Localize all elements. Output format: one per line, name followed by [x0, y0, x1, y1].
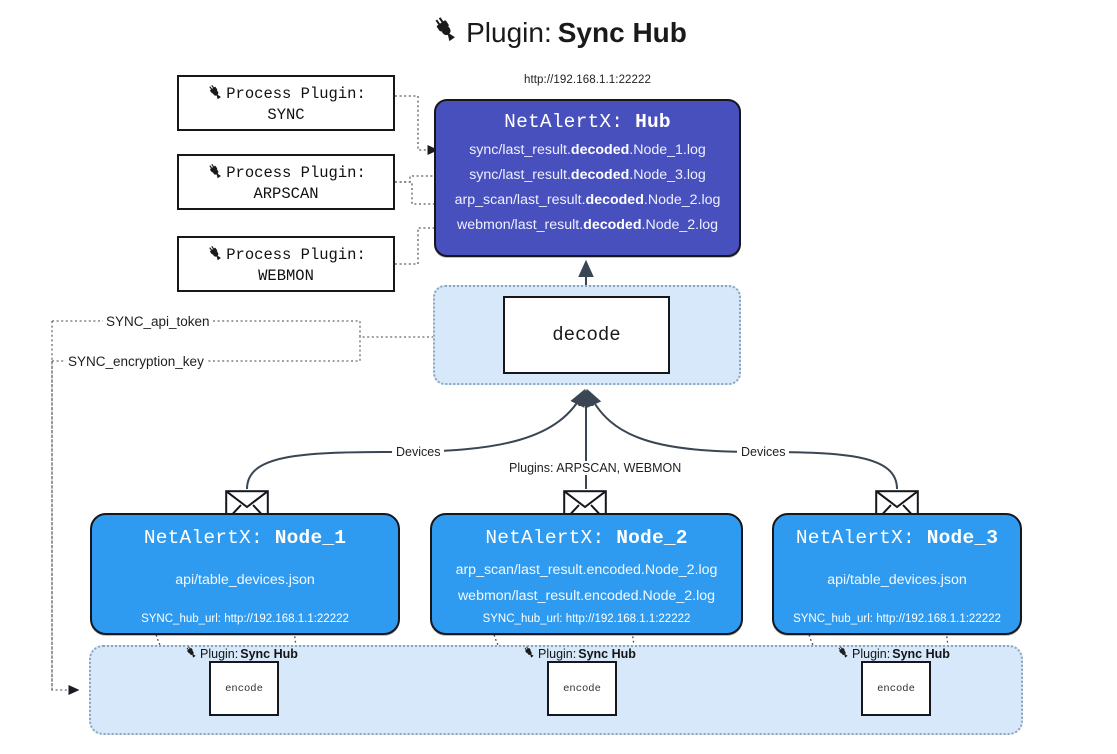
- process-plugin-sync[interactable]: Process Plugin: SYNC: [177, 75, 395, 131]
- bottom-plugin-prefix: Plugin:: [852, 646, 891, 661]
- hub-logline: webmon/last_result.decoded.Node_2.log: [436, 213, 739, 238]
- node-hub-url-value: http://192.168.1.1:22222: [565, 613, 691, 625]
- node-hub-url-key: SYNC_hub_url:: [141, 613, 225, 625]
- bottom-plugin-prefix: Plugin:: [200, 646, 239, 661]
- process-plugin-webmon[interactable]: Process Plugin: WEBMON: [177, 236, 395, 292]
- logline-mid: decoded: [570, 142, 630, 158]
- logline-mid: decoded: [585, 192, 644, 208]
- plug-icon: [206, 162, 224, 185]
- plug-icon: [206, 244, 224, 267]
- sync-api-token-label: SYNC_api_token: [103, 314, 213, 329]
- process-plugin-line1: Process Plugin:: [226, 246, 366, 264]
- sync-encryption-key-label: SYNC_encryption_key: [65, 354, 207, 369]
- title-name: Sync Hub: [557, 17, 687, 48]
- logline-post: .Node_2.log: [643, 192, 721, 208]
- process-plugin-line1: Process Plugin:: [226, 164, 366, 182]
- node-title-prefix: NetAlertX:: [143, 527, 275, 549]
- node-line: webmon/last_result.encoded.Node_2.log: [457, 588, 716, 604]
- node-hub-url: SYNC_hub_url: http://192.168.1.1:22222: [774, 613, 1020, 625]
- hub-node[interactable]: NetAlertX: Hub sync/last_result.decoded.…: [434, 99, 741, 257]
- page-title: Plugin: Sync Hub: [0, 14, 1117, 52]
- hub-url-label: http://192.168.1.1:22222: [523, 74, 652, 86]
- node-hub-url: SYNC_hub_url: http://192.168.1.1:22222: [432, 613, 741, 625]
- node-line: api/table_devices.json: [175, 572, 315, 588]
- node-hub-url: SYNC_hub_url: http://192.168.1.1:22222: [92, 613, 398, 625]
- logline-pre: sync/last_result.: [469, 142, 571, 158]
- bottom-plugin-label: Plugin: Sync Hub: [184, 645, 298, 662]
- node-title-name: Node_3: [926, 527, 999, 549]
- logline-mid: decoded: [570, 167, 630, 183]
- logline-post: .Node_2.log: [641, 217, 719, 233]
- node-title-prefix: NetAlertX:: [485, 527, 617, 549]
- logline-pre: webmon/last_result.: [456, 217, 584, 233]
- edge-label-devices-left: Devices: [392, 445, 445, 459]
- node-title: NetAlertX: Node_1: [92, 527, 398, 549]
- process-plugin-line2: SYNC: [267, 105, 305, 124]
- plug-icon: [522, 645, 536, 662]
- node-node-1[interactable]: NetAlertX: Node_1 api/table_devices.json…: [90, 513, 400, 635]
- title-prefix: Plugin:: [466, 17, 552, 48]
- bottom-plugin-label: Plugin: Sync Hub: [836, 645, 950, 662]
- node-title-prefix: NetAlertX:: [795, 527, 927, 549]
- logline-pre: sync/last_result.: [469, 167, 571, 183]
- plug-icon: [836, 645, 850, 662]
- encode-box[interactable]: encode: [861, 661, 931, 716]
- logline-post: .Node_3.log: [629, 167, 706, 183]
- encode-box[interactable]: encode: [209, 661, 279, 716]
- plug-icon: [206, 83, 224, 106]
- edge-label-plugins: Plugins: ARPSCAN, WEBMON: [505, 461, 686, 475]
- hub-title-name: Hub: [635, 111, 671, 133]
- node-title: NetAlertX: Node_3: [774, 527, 1020, 549]
- process-plugin-line1: Process Plugin:: [226, 85, 366, 103]
- hub-logline: sync/last_result.decoded.Node_1.log: [436, 138, 739, 163]
- node-node-2[interactable]: NetAlertX: Node_2 arp_scan/last_result.e…: [430, 513, 743, 635]
- node-hub-url-key: SYNC_hub_url:: [793, 613, 877, 625]
- node-hub-url-key: SYNC_hub_url:: [482, 613, 566, 625]
- node-title: NetAlertX: Node_2: [432, 527, 741, 549]
- process-plugin-line2: ARPSCAN: [253, 184, 319, 203]
- node-title-name: Node_2: [616, 527, 688, 549]
- decode-box[interactable]: decode: [503, 296, 670, 374]
- bottom-plugin-prefix: Plugin:: [538, 646, 577, 661]
- node-line: api/table_devices.json: [827, 572, 967, 588]
- hub-title-prefix: NetAlertX:: [504, 111, 636, 133]
- logline-mid: decoded: [583, 217, 642, 233]
- bottom-plugin-name: Sync Hub: [892, 646, 950, 661]
- node-node-3[interactable]: NetAlertX: Node_3 api/table_devices.json…: [772, 513, 1022, 635]
- node-line: arp_scan/last_result.encoded.Node_2.log: [455, 562, 718, 578]
- node-hub-url-value: http://192.168.1.1:22222: [224, 613, 349, 625]
- logline-pre: arp_scan/last_result.: [454, 192, 586, 208]
- hub-title: NetAlertX: Hub: [436, 111, 739, 133]
- logline-post: .Node_1.log: [629, 142, 706, 158]
- bottom-plugin-name: Sync Hub: [240, 646, 298, 661]
- plug-icon: [430, 14, 460, 52]
- encode-box[interactable]: encode: [547, 661, 617, 716]
- hub-logline: arp_scan/last_result.decoded.Node_2.log: [436, 188, 739, 213]
- node-hub-url-value: http://192.168.1.1:22222: [876, 613, 1001, 625]
- process-plugin-arpscan[interactable]: Process Plugin: ARPSCAN: [177, 154, 395, 210]
- plug-icon: [184, 645, 198, 662]
- bottom-plugin-name: Sync Hub: [578, 646, 636, 661]
- edge-label-devices-right: Devices: [737, 445, 790, 459]
- node-title-name: Node_1: [274, 527, 347, 549]
- bottom-plugin-label: Plugin: Sync Hub: [522, 645, 636, 662]
- process-plugin-line2: WEBMON: [258, 266, 314, 285]
- hub-logline: sync/last_result.decoded.Node_3.log: [436, 163, 739, 188]
